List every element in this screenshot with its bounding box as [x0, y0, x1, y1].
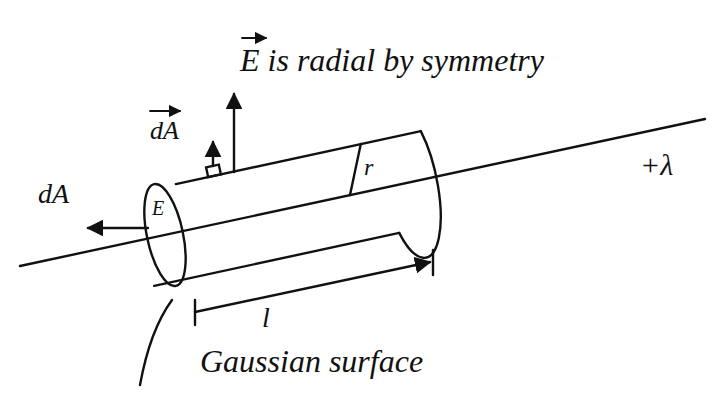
- length-dimension: [195, 262, 430, 312]
- area-label: dA: [150, 118, 179, 144]
- length-label: l: [262, 304, 270, 332]
- da-vector-side: [212, 142, 214, 166]
- field-label: E: [150, 197, 166, 219]
- vector-overarrow: [242, 37, 266, 39]
- cylinder-top-edge: [176, 131, 421, 184]
- radius-line: [350, 144, 361, 195]
- dimension-tick: [432, 250, 434, 275]
- left-end-cap: [137, 180, 194, 289]
- e-field-vector: [233, 94, 235, 172]
- right-end-cap: [399, 131, 441, 258]
- charge-label: +λ: [640, 150, 673, 180]
- surface-label: Gaussian surface: [200, 345, 423, 377]
- da-vector-cap: [88, 227, 148, 229]
- radius-label: r: [364, 155, 373, 179]
- line-charge: [20, 119, 705, 266]
- leader-line: [140, 300, 172, 385]
- cylinder-bottom-edge: [154, 233, 399, 286]
- dimension-tick: [194, 300, 196, 325]
- vector-overarrow: [150, 110, 180, 112]
- area-label: dA: [38, 180, 69, 208]
- field-note: E is radial by symmetry: [240, 44, 544, 76]
